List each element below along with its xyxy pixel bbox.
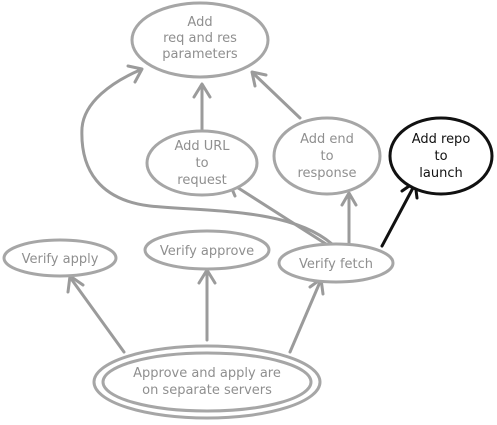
node-fetch-line-1: Verify fetch — [299, 257, 373, 272]
node-fetch[interactable]: Verify fetch — [277, 242, 395, 284]
node-separate-line-2: on separate servers — [142, 383, 272, 398]
node-end-line-3: response — [297, 166, 356, 181]
node-approve[interactable]: Verify approve — [143, 229, 271, 271]
node-end[interactable]: Add end to response — [272, 116, 382, 196]
edge-end-to-params — [250, 70, 302, 120]
node-params-line-2: req and res — [163, 31, 237, 46]
edge-url-to-params — [192, 82, 212, 134]
node-apply[interactable]: Verify apply — [2, 238, 118, 278]
node-url[interactable]: Add URL to request — [145, 129, 259, 197]
edges — [66, 64, 419, 354]
node-repo-line-3: launch — [419, 166, 462, 181]
node-apply-line-1: Verify apply — [22, 252, 99, 267]
edge-separate-to-apply — [66, 274, 126, 354]
node-url-line-1: Add URL — [174, 139, 230, 154]
node-end-line-2: to — [320, 149, 333, 164]
node-url-line-3: request — [177, 173, 226, 188]
edge-fetch-to-repo — [380, 180, 419, 248]
node-separate[interactable]: Approve and apply are on separate server… — [92, 344, 322, 420]
edge-separate-to-approve — [197, 268, 217, 342]
node-params-line-1: Add — [187, 15, 212, 30]
edge-separate-to-fetch — [288, 277, 325, 354]
node-repo-line-1: Add repo — [412, 132, 471, 147]
node-params-line-3: parameters — [162, 47, 238, 62]
node-end-line-1: Add end — [300, 132, 354, 147]
edge-fetch-to-params — [80, 64, 334, 246]
node-url-line-2: to — [195, 156, 208, 171]
node-repo-line-2: to — [434, 149, 447, 164]
node-repo[interactable]: Add repo to launch — [388, 116, 494, 196]
node-params[interactable]: Add req and res parameters — [130, 1, 270, 79]
edge-fetch-to-end — [340, 191, 358, 245]
node-separate-line-1: Approve and apply are — [133, 366, 281, 381]
node-approve-line-1: Verify approve — [160, 244, 254, 259]
